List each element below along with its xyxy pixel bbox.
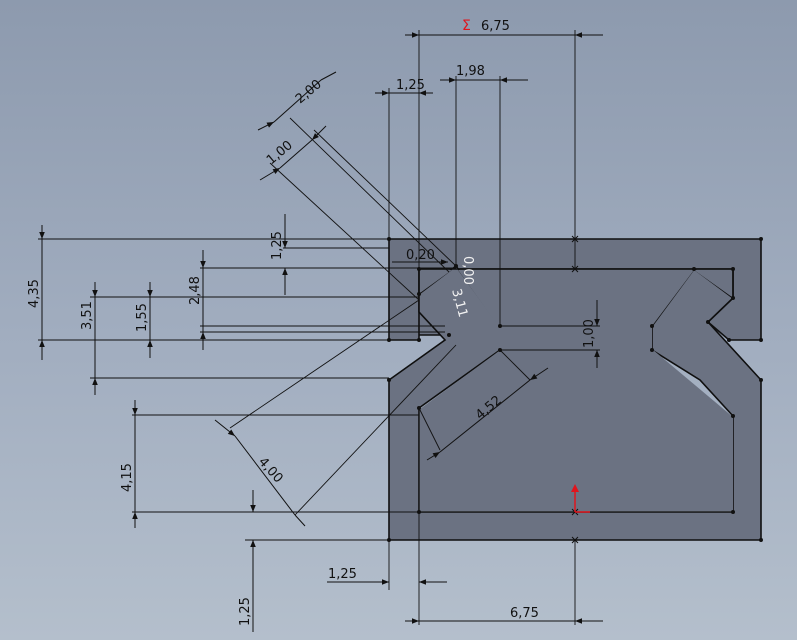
dim-small-000[interactable]: 0,00 [460, 256, 475, 285]
dim-left-435[interactable]: 4,35 [27, 279, 42, 308]
vertex-point[interactable] [387, 378, 391, 382]
dim-bottom-675[interactable]: 6,75 [510, 606, 539, 621]
dim-top-a[interactable]: 1,25 [396, 78, 425, 93]
dim-left-351[interactable]: 3,51 [80, 301, 95, 330]
vertex-point[interactable] [650, 348, 654, 352]
vertex-point[interactable] [759, 338, 763, 342]
vertex-point[interactable] [759, 237, 763, 241]
dim-top-b[interactable]: 1,98 [456, 64, 485, 79]
sigma-symbol[interactable]: Σ [462, 18, 471, 34]
dim-left-248[interactable]: 2,48 [188, 276, 203, 305]
dimension-lines [39, 32, 603, 632]
vertex-point[interactable] [759, 538, 763, 542]
dim-left-415[interactable]: 4,15 [120, 463, 135, 492]
vertex-point[interactable] [650, 324, 654, 328]
dim-small-020[interactable]: 0,20 [406, 248, 435, 263]
vertex-point[interactable] [731, 510, 735, 514]
vertex-point[interactable] [447, 333, 451, 337]
vertex-point[interactable] [731, 414, 735, 418]
vertex-point[interactable] [727, 338, 731, 342]
profile-inner-edge [418, 268, 734, 298]
profile-body [388, 238, 762, 541]
vertex-point[interactable] [692, 267, 696, 271]
vertex-point[interactable] [706, 320, 710, 324]
dim-bottom-125v[interactable]: 1,25 [238, 597, 253, 626]
dim-bottom-125h[interactable]: 1,25 [328, 567, 357, 582]
profile-inner-cut [420, 267, 733, 511]
dim-diag-inner[interactable]: 1,00 [264, 138, 296, 168]
dim-left-155[interactable]: 1,55 [135, 303, 150, 332]
vertex-point[interactable] [731, 267, 735, 271]
dim-small-311[interactable]: 3,11 [448, 287, 470, 319]
vertex-point[interactable] [417, 292, 421, 296]
vertex-point[interactable] [759, 378, 763, 382]
vertex-point[interactable] [417, 338, 421, 342]
vertex-point[interactable] [731, 296, 735, 300]
origin-icon [571, 484, 590, 513]
dim-right-100[interactable]: 1,00 [582, 319, 597, 348]
extension-lines [38, 30, 600, 625]
dim-left-125v[interactable]: 1,25 [270, 231, 285, 260]
dim-diag-400[interactable]: 4,00 [255, 455, 286, 487]
dim-top-sum[interactable]: 6,75 [481, 19, 510, 34]
